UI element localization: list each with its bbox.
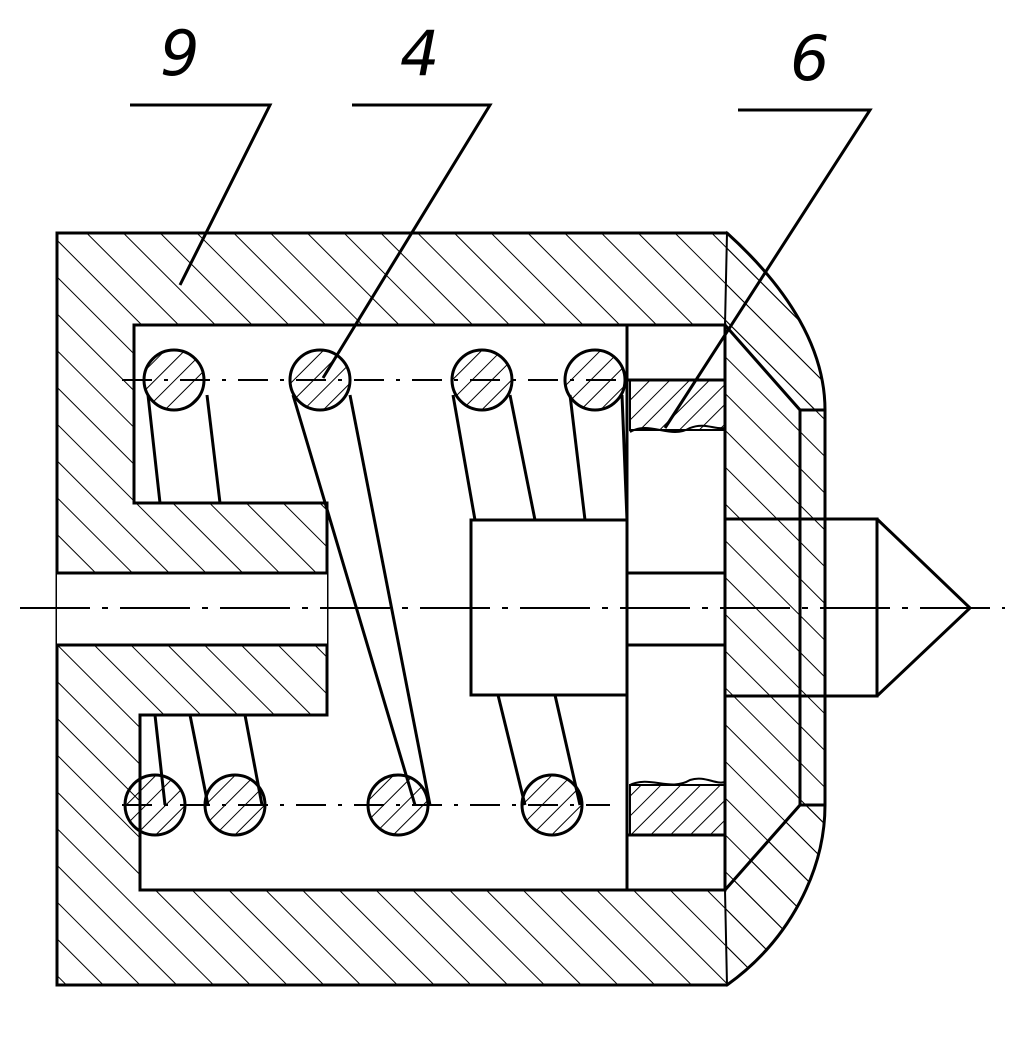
callout-4: 4	[400, 17, 439, 90]
callout-9: 9	[160, 17, 199, 90]
leader-lines	[130, 103, 873, 429]
spring	[123, 348, 629, 837]
end-cap	[723, 230, 827, 987]
callout-6: 6	[790, 22, 829, 95]
center-lines	[20, 379, 1005, 806]
